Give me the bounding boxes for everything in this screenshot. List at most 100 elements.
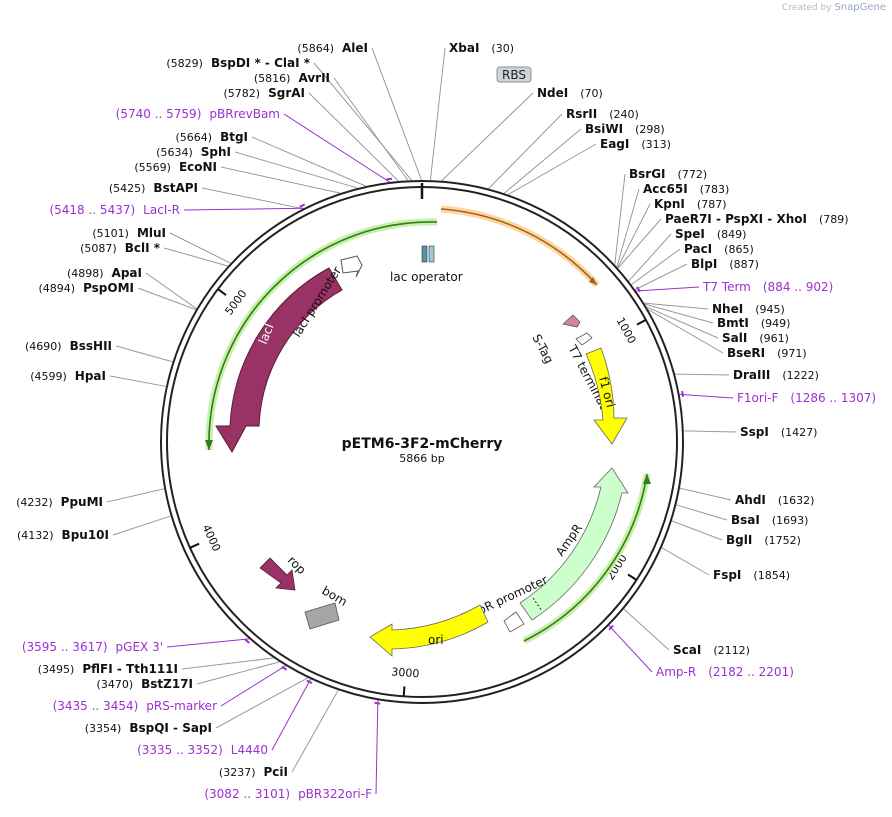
site-leader-line	[679, 393, 734, 399]
site-position: (240)	[609, 108, 639, 121]
rop-arrow: rop	[259, 553, 309, 591]
site-label: (5782)SgrAI	[224, 86, 305, 100]
site-label: (3354)BspQI - SapI	[85, 721, 212, 735]
site-label: (5569)EcoNI	[134, 160, 217, 174]
tick-mark	[636, 318, 647, 326]
site-name: SspI	[740, 425, 769, 439]
primer-mark	[681, 390, 685, 397]
site-position: (971)	[777, 347, 807, 360]
site-name: PacI	[684, 242, 712, 256]
site-position: (3354)	[85, 722, 122, 735]
site-label: (5087)BclI *	[80, 241, 161, 255]
site-label: ScaI(2112)	[673, 643, 750, 657]
site-position: (5664)	[175, 131, 212, 144]
site-label: F1ori-F(1286 .. 1307)	[737, 391, 876, 405]
site-name: BsiWI	[585, 122, 623, 136]
site-leader-line	[109, 375, 167, 387]
site-label: (5816)AvrII	[254, 71, 330, 85]
site-leader-line	[683, 430, 737, 433]
credit-prefix: Created by	[782, 3, 832, 13]
site-label: (5864)AleI	[297, 41, 368, 55]
site-label: FspI(1854)	[713, 568, 790, 582]
lac-operator-box: lac operator	[390, 245, 463, 284]
primer-mark	[299, 203, 306, 208]
site-name: KpnI	[654, 197, 685, 211]
primer-mark	[281, 665, 288, 671]
site-label: SpeI(849)	[675, 227, 746, 241]
site-position: (5418 .. 5437)	[49, 203, 135, 217]
site-name: PflFI - Tth111I	[82, 662, 178, 676]
site-position: (5634)	[156, 146, 193, 159]
s-tag-label: S-Tag	[529, 332, 556, 366]
site-leader-line	[644, 302, 709, 310]
site-position: (3595 .. 3617)	[22, 640, 108, 654]
site-label: (5101)MluI	[92, 226, 166, 240]
site-label: SalI(961)	[722, 331, 789, 345]
primer-arcs	[205, 205, 651, 645]
site-leader-line	[628, 233, 672, 282]
site-position: (1632)	[778, 494, 815, 507]
site-name: BseRI	[727, 346, 765, 360]
site-label: SspI(1427)	[740, 425, 817, 439]
site-position: (884 .. 902)	[763, 280, 833, 294]
site-position: (30)	[491, 42, 514, 55]
site-leader-line	[623, 608, 670, 651]
site-name: BstZ17I	[141, 677, 193, 691]
site-name: AhdI	[735, 493, 766, 507]
site-position: (4232)	[16, 496, 53, 509]
site-leader-line	[115, 345, 173, 363]
site-position: (1752)	[764, 534, 801, 547]
site-leader-line	[283, 113, 390, 183]
site-leader-line	[507, 143, 597, 196]
site-name: AvrII	[298, 71, 330, 85]
site-position: (2182 .. 2201)	[708, 665, 794, 679]
rbs-badge: RBS	[496, 66, 532, 83]
site-label: (3082 .. 3101)pBR322ori-F	[204, 787, 372, 801]
site-name: BsrGI	[629, 167, 666, 181]
site-name: L4440	[231, 743, 268, 757]
primer-mark	[374, 701, 381, 705]
site-label: (4894)PspOMI	[38, 281, 134, 295]
site-label: NheI(945)	[712, 302, 785, 316]
primer-mark	[608, 624, 614, 631]
site-name: F1ori-F	[737, 391, 778, 405]
site-position: (3335 .. 3352)	[137, 743, 223, 757]
site-label: (3495)PflFI - Tth111I	[38, 662, 178, 676]
site-leader-line	[671, 520, 723, 541]
site-label: (4232)PpuMI	[16, 495, 103, 509]
tick-mark	[217, 288, 227, 296]
site-leader-line	[371, 47, 422, 181]
site-position: (4599)	[30, 370, 67, 383]
site-label: NdeI(70)	[537, 86, 603, 100]
rbs-label: RBS	[502, 68, 526, 82]
site-name: BglI	[726, 533, 752, 547]
site-leader-line	[183, 207, 304, 211]
site-name: BspDI * - ClaI *	[211, 56, 311, 70]
site-label: (3595 .. 3617)pGEX 3'	[22, 640, 163, 654]
site-name: BmtI	[717, 316, 749, 330]
site-name: BclI *	[125, 241, 161, 255]
site-leader-line	[646, 306, 719, 339]
site-name: pRS-marker	[146, 699, 217, 713]
site-leader-line	[644, 303, 714, 324]
site-name: BsaI	[731, 513, 760, 527]
snapgene-credit: Created by SnapGene	[782, 2, 886, 13]
site-leader-line	[375, 700, 379, 795]
site-leader-line	[675, 373, 730, 376]
site-leader-line	[429, 47, 446, 181]
site-position: (1854)	[753, 569, 790, 582]
site-leader-line	[163, 247, 229, 267]
site-label: DraIII(1222)	[733, 368, 819, 382]
site-name: HpaI	[75, 369, 106, 383]
site-leader-line	[488, 113, 563, 189]
site-name: PaeR7I - PspXI - XhoI	[665, 212, 807, 226]
site-name: BtgI	[220, 130, 248, 144]
site-leader-line	[137, 287, 197, 311]
site-name: XbaI	[449, 41, 479, 55]
site-leader-line	[291, 689, 339, 773]
site-name: NdeI	[537, 86, 568, 100]
site-label: BsaI(1693)	[731, 513, 808, 527]
tick-mark	[402, 686, 406, 697]
site-leader-line	[608, 625, 653, 673]
